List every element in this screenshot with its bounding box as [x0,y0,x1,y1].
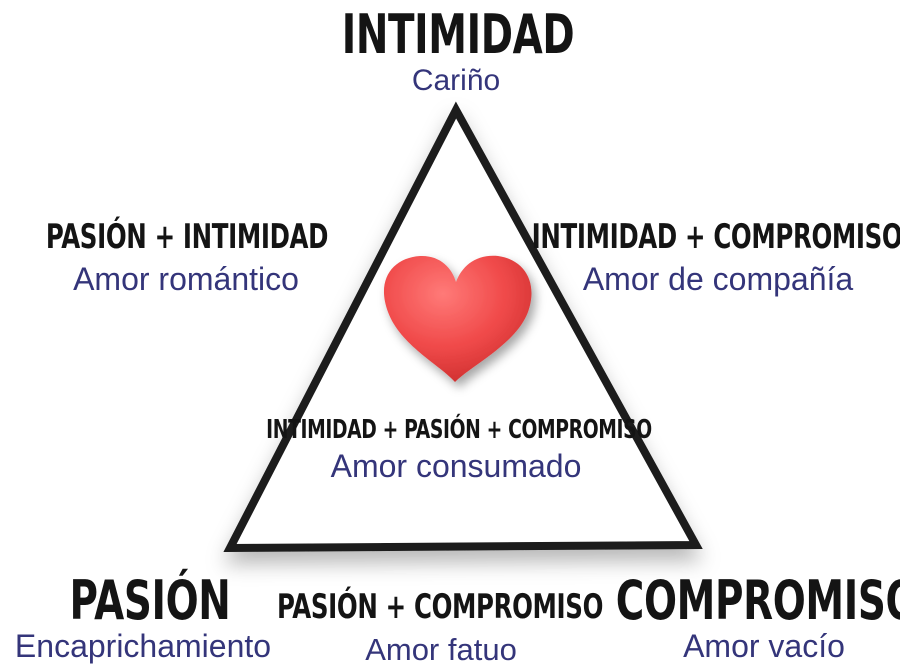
edge-bottom-title: PASIÓN + COMPROMISO [276,587,604,627]
edge-bottom-subtitle: Amor fatuo [365,632,517,667]
edge-right-title: INTIMIDAD + COMPROMISO [531,217,900,257]
heart-icon [383,255,532,382]
vertex-top-title: INTIMIDAD [341,3,575,66]
vertex-top-subtitle: Cariño [411,64,501,97]
vertex-bottom-right-title: COMPROMISO [615,569,900,632]
vertex-bottom-left-title: PASIÓN [69,569,231,632]
center-title: INTIMIDAD + PASIÓN + COMPROMISO [266,415,652,445]
vertex-bottom-left-subtitle: Encaprichamiento [14,628,272,664]
edge-left-title: PASIÓN + INTIMIDAD [45,217,329,257]
vertex-bottom-right-subtitle: Amor vacío [683,628,845,664]
edge-right-subtitle: Amor de compañía [582,261,854,297]
center-subtitle: Amor consumado [330,448,582,484]
edge-left-subtitle: Amor romántico [73,261,299,297]
